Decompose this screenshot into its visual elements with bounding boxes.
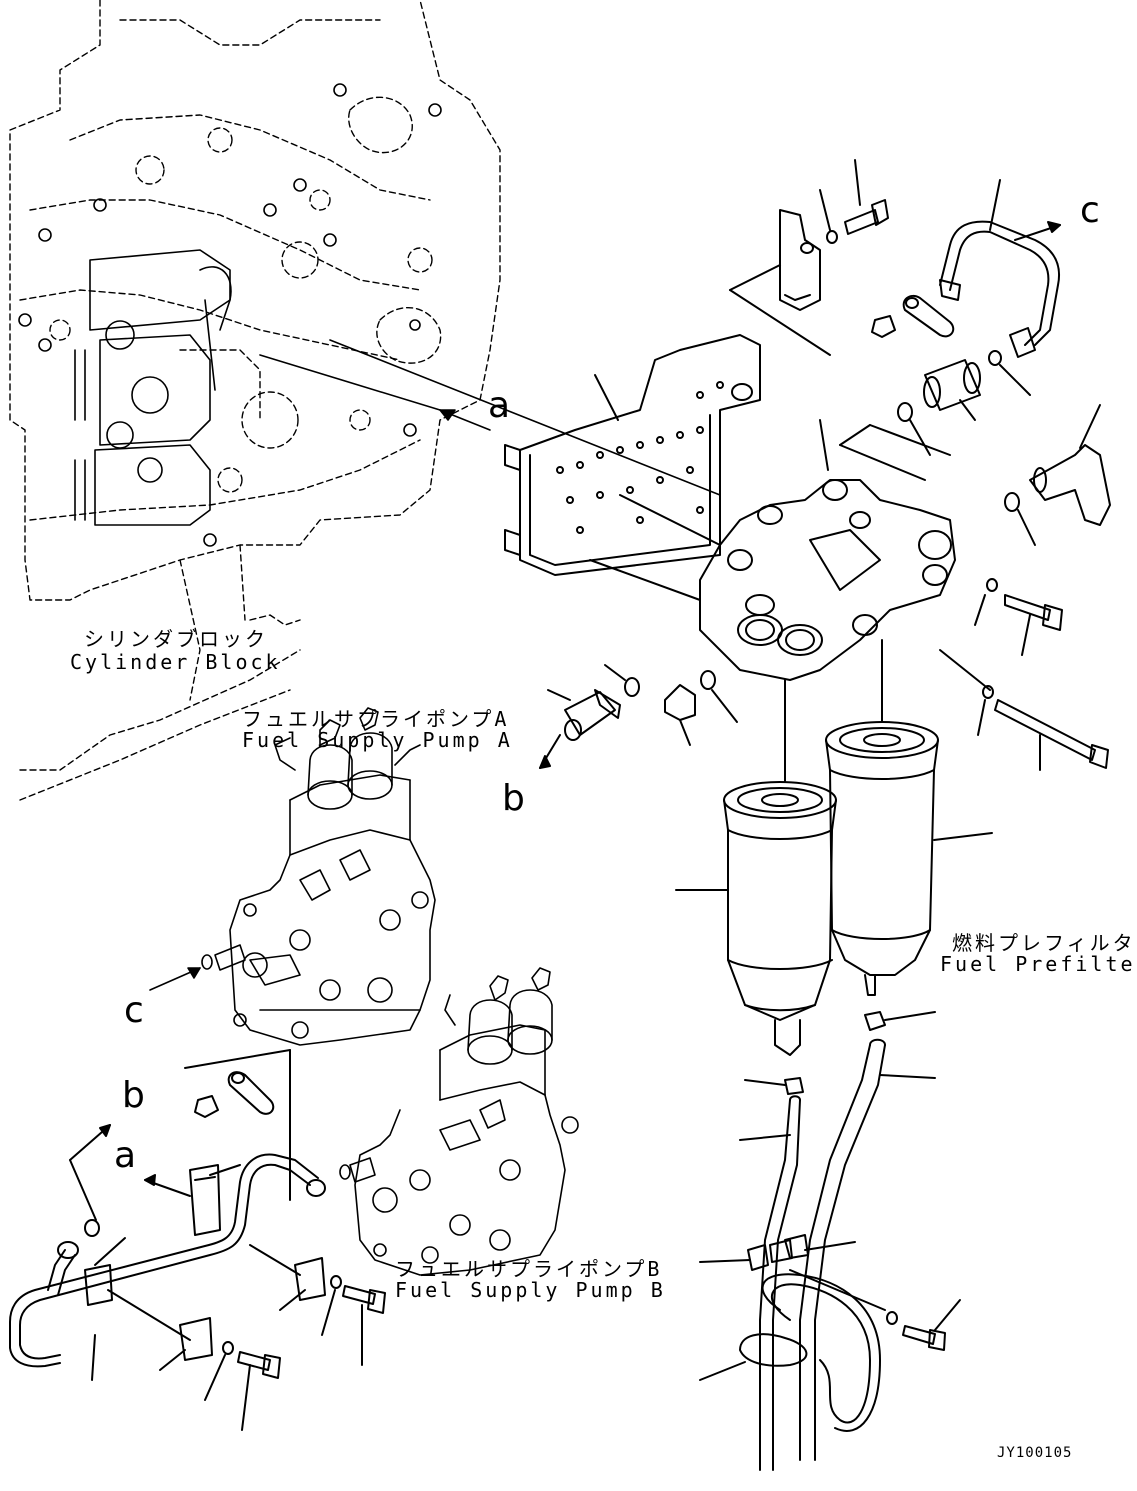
pump-a-label-en: Fuel Supply Pump A: [242, 728, 513, 752]
prefilter-label-jp: 燃料プレフィルタ: [952, 931, 1136, 955]
block-hardware: [18, 83, 442, 547]
fuel-pipe-a-b: [9, 1124, 326, 1381]
callout-c-top: c: [1080, 190, 1100, 231]
mounting-bracket: [504, 334, 761, 576]
fuel-supply-pump-a: [149, 707, 436, 1046]
pump-b-label-en: Fuel Supply Pump B: [395, 1278, 666, 1302]
bolt-top: [819, 159, 889, 244]
fuel-pipe-c-top: [939, 179, 1061, 358]
cylinder-block-label-jp: シリンダブロック: [84, 627, 268, 651]
pump-a-label-jp: フュエルサプライポンプA: [242, 707, 510, 731]
figure-code: JY100105: [997, 1445, 1073, 1461]
head-sensor: [539, 664, 738, 769]
filter-right: [825, 639, 993, 996]
pipe-clamps-left: [84, 1164, 386, 1431]
callout-b-bottom: b: [122, 1075, 145, 1116]
hoses: [739, 1038, 936, 1471]
eye-joint-top: [871, 294, 955, 338]
filter-head: [589, 419, 956, 681]
head-bolts: [939, 578, 1109, 771]
callout-b-top: b: [502, 778, 525, 819]
cylinder-block: [9, 0, 501, 801]
callout-a-top: a: [488, 385, 511, 426]
leader-a-top: [259, 339, 721, 496]
cylinder-block-label-en: Cylinder Block: [70, 650, 281, 674]
fuel-supply-pump-b: [339, 967, 579, 1276]
filter-drain-fittings: [744, 1011, 936, 1095]
callout-c-bottom: c: [124, 990, 144, 1031]
filter-left: [675, 679, 837, 1056]
callout-a-bottom: a: [114, 1135, 137, 1176]
prefilter-label-en: Fuel Prefilter: [940, 952, 1137, 976]
small-bracket: [729, 209, 831, 356]
pump-b-label-jp: フュエルサプライポンプB: [395, 1257, 663, 1281]
head-fittings: [897, 350, 1111, 546]
eye-joint-pump-b: [184, 1049, 291, 1201]
hose-clamps: [699, 1234, 961, 1381]
